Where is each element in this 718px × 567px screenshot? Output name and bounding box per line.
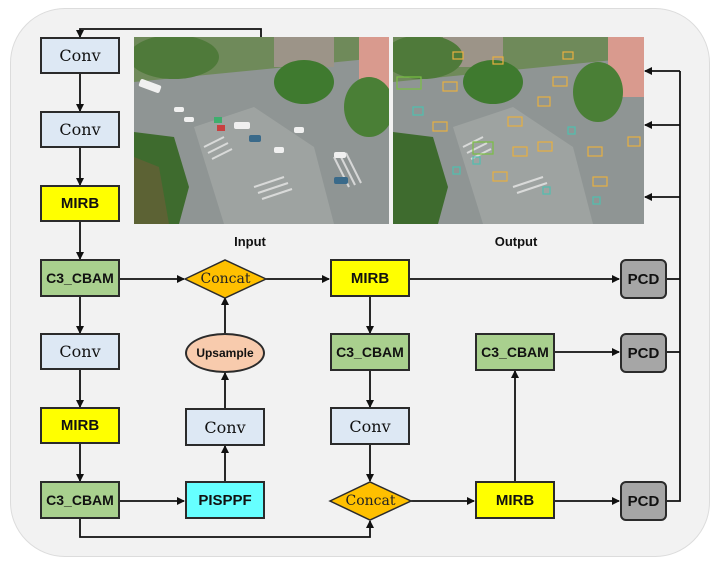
mirb-block-3: MIRB bbox=[330, 259, 410, 297]
concat-diamond-2 bbox=[328, 481, 413, 521]
conv-block-1: Conv bbox=[40, 37, 120, 74]
conv-block-2: Conv bbox=[40, 111, 120, 148]
edge-c3cbam2-concat2 bbox=[79, 518, 374, 538]
conv-block-3: Conv bbox=[40, 333, 120, 370]
input-image bbox=[134, 37, 389, 224]
c3-cbam-block-4: C3_CBAM bbox=[475, 333, 555, 371]
output-caption: Output bbox=[494, 234, 538, 249]
concat-label-2: Concat bbox=[345, 493, 396, 509]
upsample-node: Upsample bbox=[185, 333, 265, 373]
input-caption: Input bbox=[234, 234, 266, 249]
pcd-head-3: PCD bbox=[620, 481, 667, 521]
pcd-head-1: PCD bbox=[620, 259, 667, 299]
mirb-block-4: MIRB bbox=[475, 481, 555, 519]
concat-diamond-1 bbox=[183, 259, 268, 299]
mirb-block-1: MIRB bbox=[40, 185, 120, 222]
c3-cbam-block-2: C3_CBAM bbox=[40, 481, 120, 519]
c3-cbam-block-3: C3_CBAM bbox=[330, 333, 410, 371]
c3-cbam-block-1: C3_CBAM bbox=[40, 259, 120, 297]
pcd-head-2: PCD bbox=[620, 333, 667, 373]
conv-block-4: Conv bbox=[185, 408, 265, 446]
edge-input-conv1 bbox=[76, 28, 262, 38]
concat-label-1: Concat bbox=[200, 271, 251, 287]
output-image bbox=[393, 37, 644, 224]
mirb-block-2: MIRB bbox=[40, 407, 120, 444]
pisppf-block: PISPPF bbox=[185, 481, 265, 519]
conv-block-5: Conv bbox=[330, 407, 410, 445]
